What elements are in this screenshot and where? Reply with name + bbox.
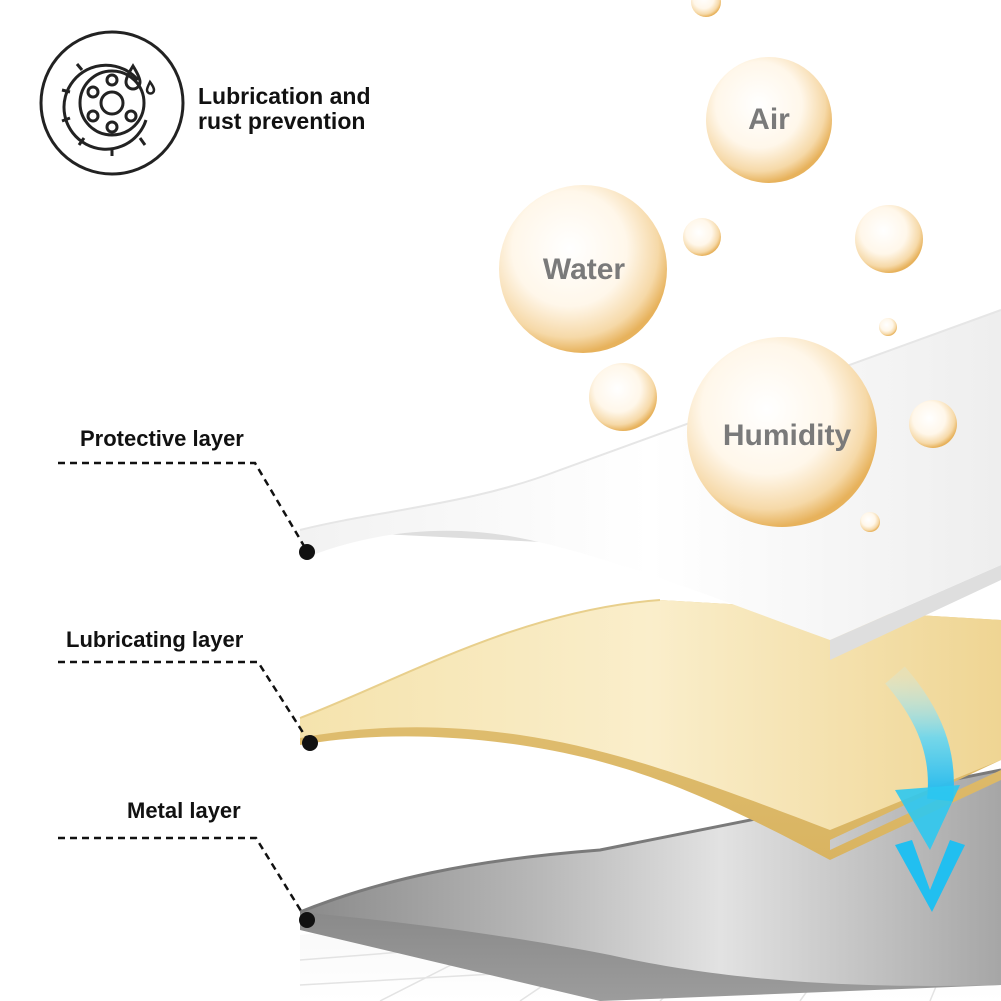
- protective-layer-label: Protective layer: [80, 426, 244, 451]
- bubble-small: [909, 400, 957, 448]
- bubble-small: [691, 0, 721, 17]
- bubble-small: [860, 512, 880, 532]
- callout-lines: [58, 461, 311, 920]
- bubble-small: [879, 318, 897, 336]
- gear-droplet-icon: [39, 30, 185, 176]
- downward-arrow-icon: [885, 666, 965, 912]
- bubble-label-water: Water: [542, 253, 626, 286]
- lubricating-layer-label: Lubricating layer: [66, 627, 244, 652]
- feature-title: Lubrication and rust prevention: [198, 84, 371, 134]
- bubble-water: [499, 185, 667, 353]
- bubble-label-humidity: Humidity: [722, 419, 852, 452]
- feature-title-line1: Lubrication and: [198, 83, 371, 109]
- bubble-humidity: [687, 337, 877, 527]
- bubble-label-air: Air: [748, 103, 790, 136]
- callout-dots: [299, 544, 318, 928]
- bubble-small: [855, 205, 923, 273]
- bubble-small: [589, 363, 657, 431]
- bubble-small: [683, 218, 721, 256]
- metal-layer-label: Metal layer: [127, 798, 241, 823]
- bubble-air: [706, 57, 832, 183]
- feature-title-line2: rust prevention: [198, 108, 366, 134]
- lubricating-layer-sheet: [299, 599, 1001, 860]
- bubbles: [499, 0, 957, 532]
